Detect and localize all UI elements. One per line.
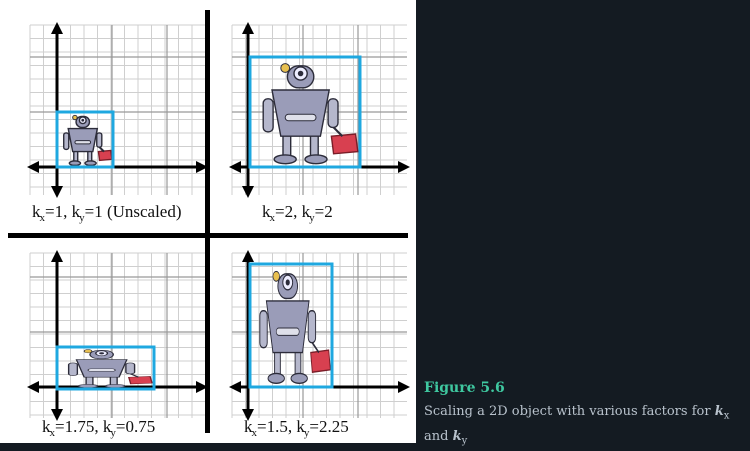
label-panel-2: kx=2, ky=2 [262, 202, 333, 224]
label-panel-3: kx=1.75, ky=0.75 [42, 417, 156, 439]
scale-box-panel-2 [248, 55, 362, 169]
caption-text: Scaling a 2D object with various factors… [424, 404, 730, 447]
horizontal-divider [8, 233, 408, 238]
scale-box-panel-4 [248, 262, 334, 389]
robot-panel-4 [259, 270, 331, 385]
axes-panel-1 [27, 22, 208, 198]
axes-panel-4 [229, 250, 410, 421]
vertical-divider [205, 10, 210, 433]
robot-panel-2 [262, 63, 359, 165]
label-panel-1: kx=1, ky=1 (Unscaled) [32, 202, 182, 224]
grid-panel-4 [229, 250, 410, 421]
axes-panel-3 [27, 250, 208, 421]
scaling-figure-svg [8, 10, 410, 433]
scale-box-panel-1 [55, 110, 115, 169]
robot-panel-3 [67, 349, 153, 389]
robot-panel-1 [63, 114, 113, 167]
caption-title: Figure 5.6 [424, 380, 505, 396]
scale-box-panel-3 [55, 345, 156, 391]
grid-panel-1 [27, 22, 208, 198]
label-panel-4: kx=1.5, ky=2.25 [244, 417, 349, 439]
grid-panel-3 [27, 250, 208, 421]
figure-caption: Figure 5.6 Scaling a 2D object with vari… [424, 380, 740, 451]
figure-image: kx=1, ky=1 (Unscaled) kx=2, ky=2 kx=1.75… [0, 0, 416, 443]
